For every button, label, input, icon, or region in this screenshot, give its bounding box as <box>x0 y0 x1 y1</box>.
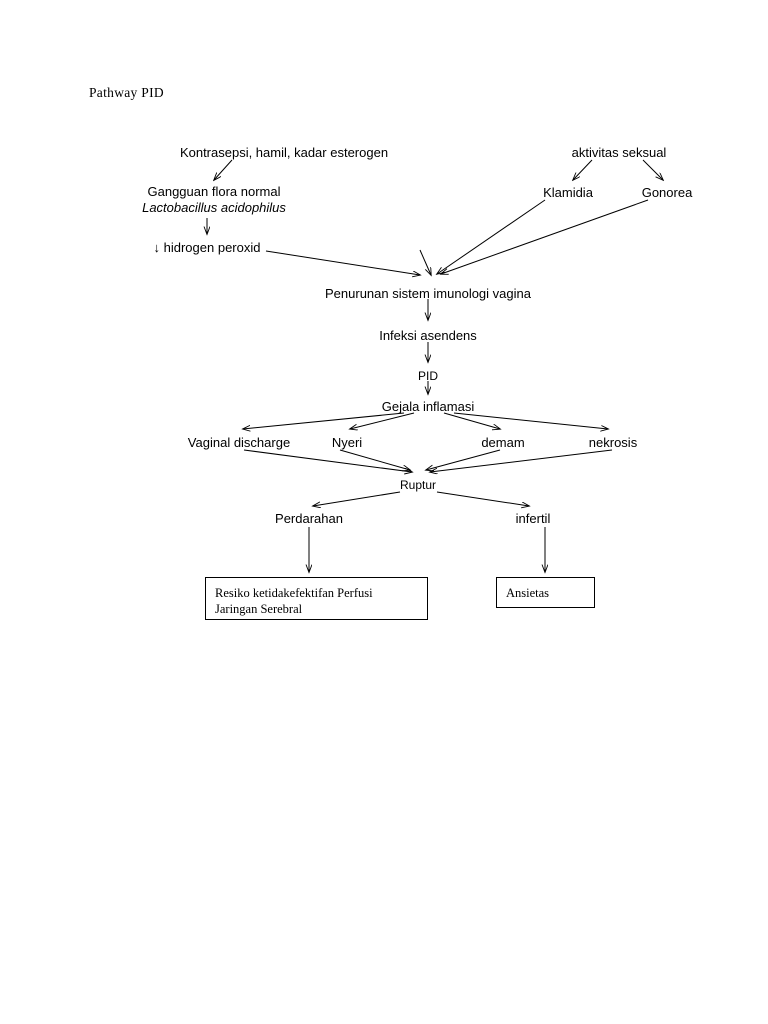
node-vaginal-discharge: Vaginal discharge <box>188 435 290 451</box>
node-label-secondary: Lactobacillus acidophilus <box>142 200 286 216</box>
node-label: Klamidia <box>543 185 593 200</box>
node-label: infertil <box>515 511 551 526</box>
node-label: Kontrasepsi, hamil, kadar esterogen <box>179 145 389 160</box>
node-label: demam <box>481 435 525 450</box>
box-resiko-perfusi: Resiko ketidakefektifan Perfusi Jaringan… <box>205 577 428 620</box>
node-kontrasepsi: Kontrasepsi, hamil, kadar esterogen <box>180 145 388 161</box>
box-ansietas: Ansietas <box>496 577 595 608</box>
node-label: nekrosis <box>588 435 638 450</box>
node-nyeri: Nyeri <box>332 435 362 451</box>
box-label-line1: Resiko ketidakefektifan Perfusi <box>215 586 373 600</box>
node-demam: demam <box>481 435 524 451</box>
node-ruptur: Ruptur <box>400 478 436 493</box>
node-label: Gangguan flora normal <box>147 184 281 199</box>
node-penurunan-sistem-imunologi: Penurunan sistem imunologi vagina <box>325 286 531 302</box>
node-label: Infeksi asendens <box>379 328 477 343</box>
node-label: Perdarahan <box>275 511 343 526</box>
node-label: PID <box>417 369 439 383</box>
node-label: ↓ hidrogen peroxid <box>153 240 261 255</box>
node-label: Gonorea <box>641 185 693 200</box>
node-label: Gejala inflamasi <box>381 399 475 414</box>
page-title: Pathway PID <box>89 85 164 100</box>
node-label: Vaginal discharge <box>187 435 291 450</box>
node-label: Penurunan sistem imunologi vagina <box>325 286 531 301</box>
node-klamidia: Klamidia <box>543 185 593 201</box>
node-perdarahan: Perdarahan <box>275 511 343 527</box>
box-label-line1: Ansietas <box>506 586 550 600</box>
node-label: aktivitas seksual <box>571 145 667 160</box>
node-infertil: infertil <box>516 511 551 527</box>
node-hidrogen-peroxid: ↓ hidrogen peroxid <box>154 240 261 256</box>
node-gejala-inflamasi: Gejala inflamasi <box>382 399 475 415</box>
node-nekrosis: nekrosis <box>589 435 637 451</box>
node-gonorea: Gonorea <box>642 185 693 201</box>
node-pid: PID <box>418 369 438 384</box>
node-gangguan-flora: Gangguan flora normal Lactobacillus acid… <box>142 184 286 217</box>
box-label-line2: Jaringan Serebral <box>215 602 303 617</box>
node-infeksi-asendens: Infeksi asendens <box>379 328 477 344</box>
node-aktivitas-seksual: aktivitas seksual <box>572 145 667 161</box>
node-label: Nyeri <box>331 435 363 450</box>
node-label: Ruptur <box>399 478 437 492</box>
